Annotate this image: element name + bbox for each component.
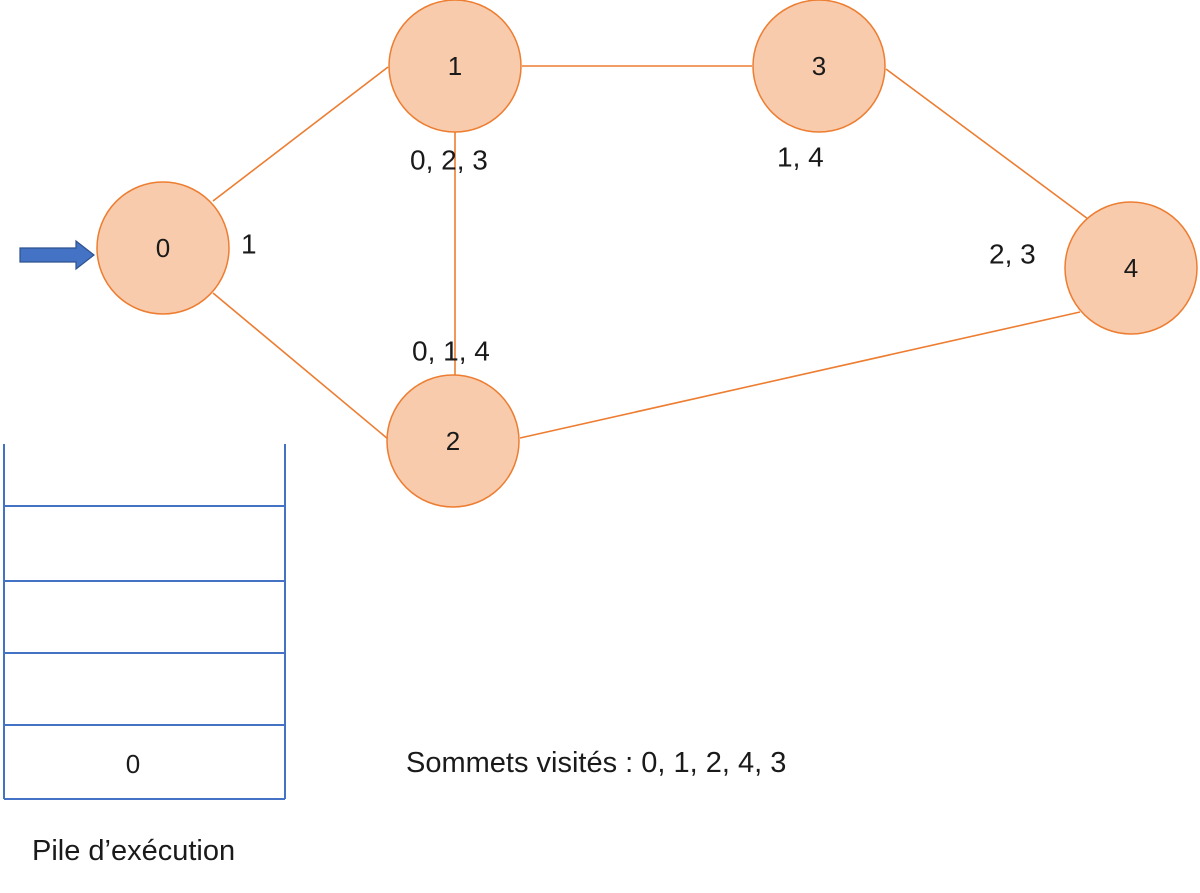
arrow-right-icon: [19, 239, 95, 271]
adjacency-list-2: 0, 1, 4: [412, 336, 490, 367]
edge-2-4: [519, 311, 1081, 439]
stack-cell: 0: [126, 749, 140, 779]
graph-edges: [212, 65, 1089, 440]
node-label: 1: [448, 51, 462, 81]
execution-stack: 0: [3, 444, 286, 800]
stack-caption: Pile d’exécution: [32, 835, 235, 867]
node-circle: [96, 181, 230, 315]
adjacency-list-4: 2, 3: [989, 239, 1036, 270]
node-label: 2: [446, 426, 460, 456]
graph-node-1: 1: [388, 0, 522, 133]
node-label: 0: [156, 233, 170, 263]
node-circle: [752, 0, 886, 133]
edge-0-1: [212, 66, 389, 202]
graph-node-0: 0: [96, 181, 230, 315]
graph-node-4: 4: [1064, 201, 1198, 335]
node-label: 3: [812, 51, 826, 81]
node-circle: [386, 374, 520, 508]
adjacency-list-0: 1: [241, 229, 257, 260]
visited-vertices: Sommets visités : 0, 1, 2, 4, 3: [406, 747, 786, 779]
node-circle: [388, 0, 522, 133]
edge-3-4: [885, 68, 1089, 220]
graph-node-3: 3: [752, 0, 886, 133]
edge-0-2: [212, 292, 389, 440]
graph-node-2: 2: [386, 374, 520, 508]
node-circle: [1064, 201, 1198, 335]
adjacency-list-3: 1, 4: [777, 142, 824, 173]
adjacency-list-1: 0, 2, 3: [410, 145, 488, 176]
node-label: 4: [1124, 253, 1138, 283]
